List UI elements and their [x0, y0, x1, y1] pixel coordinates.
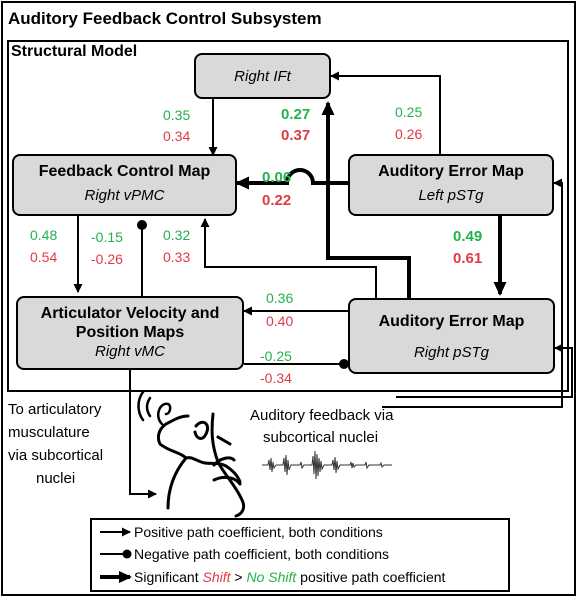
- edge-aemr-to-ifg: [321, 101, 411, 300]
- edge-avp-to-fcm-end: [137, 220, 147, 230]
- coef-ifg-aeml-noshift: 0.27: [281, 106, 311, 123]
- edge-avp-to-aemr-end: [339, 359, 349, 369]
- coef-aemr-avp-shift: 0.40: [266, 313, 294, 329]
- legend-shift: Shift: [202, 569, 231, 585]
- legend-significant-label: Significant Shift > No Shift positive pa…: [134, 569, 445, 585]
- node-aeml-name: Auditory Error Map: [378, 163, 524, 180]
- feedback-loop-left: [382, 178, 563, 408]
- diagram-title: Auditory Feedback Control Subsystem: [8, 9, 322, 28]
- node-right-ift[interactable]: Right IFt: [194, 53, 331, 99]
- node-avp-region: Right vMC: [94, 343, 165, 360]
- coef-fcm-avp-shift: 0.54: [30, 249, 58, 265]
- node-aemr-name: Auditory Error Map: [378, 313, 525, 330]
- annotation-auditory-feedback-1: Auditory feedback via: [250, 407, 394, 424]
- node-right-ift-region: Right IFt: [234, 68, 291, 85]
- coef-avp-fcm-noshift: -0.15: [91, 229, 123, 245]
- legend-significant-prefix: Significant: [134, 569, 203, 585]
- node-avp-name-line2: Position Maps: [75, 324, 185, 341]
- node-aeml-region: Left pSTg: [418, 187, 484, 204]
- coef-fcm-ifg-noshift: 0.35: [163, 107, 191, 123]
- node-feedback-control-map[interactable]: Feedback Control Map Right vPMC: [12, 154, 237, 216]
- head-profile-icon: [156, 412, 246, 518]
- coef-aemr-fcm-noshift: 0.32: [163, 227, 191, 243]
- waveform-icon: [262, 450, 392, 480]
- feedback-loop-right: [396, 343, 573, 398]
- coef-fcm-avp-noshift: 0.48: [30, 227, 58, 243]
- legend-negative-dot: [122, 549, 132, 559]
- legend: Positive path coefficient, both conditio…: [90, 518, 510, 592]
- node-fcm-region: Right vPMC: [84, 187, 165, 204]
- edge-aemr-to-fcm: [200, 218, 377, 300]
- annotation-to-muscles-1: To articulatory: [8, 401, 102, 418]
- coef-fcm-ifg-shift: 0.34: [163, 128, 191, 144]
- legend-negative-label: Negative path coefficient, both conditio…: [134, 546, 390, 562]
- annotation-to-muscles-4: nuclei: [36, 470, 76, 487]
- coef-aeml-ifg-shift: 0.26: [395, 126, 423, 142]
- legend-positive-label: Positive path coefficient, both conditio…: [134, 524, 383, 540]
- coef-ifg-aeml-shift: 0.37: [281, 127, 311, 144]
- coef-avp-aemr-noshift: -0.25: [260, 348, 292, 364]
- structural-model-label: Structural Model: [11, 43, 138, 60]
- annotation-to-muscles-2: musculature: [8, 424, 90, 441]
- edge-aeml-to-ifg: [330, 71, 441, 155]
- coef-aemr-fcm-shift: 0.33: [163, 249, 191, 265]
- coef-aeml-aemr-noshift: 0.49: [453, 228, 483, 245]
- node-auditory-error-map-left[interactable]: Auditory Error Map Left pSTg: [348, 154, 554, 216]
- coef-aeml-aemr-shift: 0.61: [453, 250, 483, 267]
- legend-significant-suffix: positive path coefficient: [296, 569, 446, 585]
- node-aemr-region: Right pSTg: [413, 344, 490, 361]
- structural-model-frame: [7, 40, 569, 392]
- coef-aeml-ifg-noshift: 0.25: [395, 104, 423, 120]
- annotation-auditory-feedback-2: subcortical nuclei: [263, 429, 379, 446]
- coef-aeml-fcm-noshift: 0.06: [262, 169, 292, 186]
- legend-gt: >: [230, 569, 247, 585]
- edge-aeml-to-fcm: [235, 168, 348, 190]
- sound-waves-icon: [137, 390, 172, 426]
- motor-output-path: [129, 366, 157, 499]
- node-fcm-name: Feedback Control Map: [38, 163, 211, 180]
- coef-aemr-avp-noshift: 0.36: [266, 290, 294, 306]
- node-articulator-maps[interactable]: Articulator Velocity and Position Maps R…: [16, 296, 244, 370]
- coef-aeml-fcm-shift: 0.22: [262, 192, 292, 209]
- coef-avp-fcm-shift: -0.26: [91, 251, 123, 267]
- node-auditory-error-map-right[interactable]: Auditory Error Map Right pSTg: [348, 298, 555, 374]
- coef-avp-aemr-shift: -0.34: [260, 370, 292, 386]
- annotation-to-muscles-3: via subcortical: [8, 447, 104, 464]
- legend-no-shift: No Shift: [246, 569, 297, 585]
- legend-symbols: [100, 527, 132, 583]
- node-avp-name-line1: Articulator Velocity and: [40, 305, 220, 322]
